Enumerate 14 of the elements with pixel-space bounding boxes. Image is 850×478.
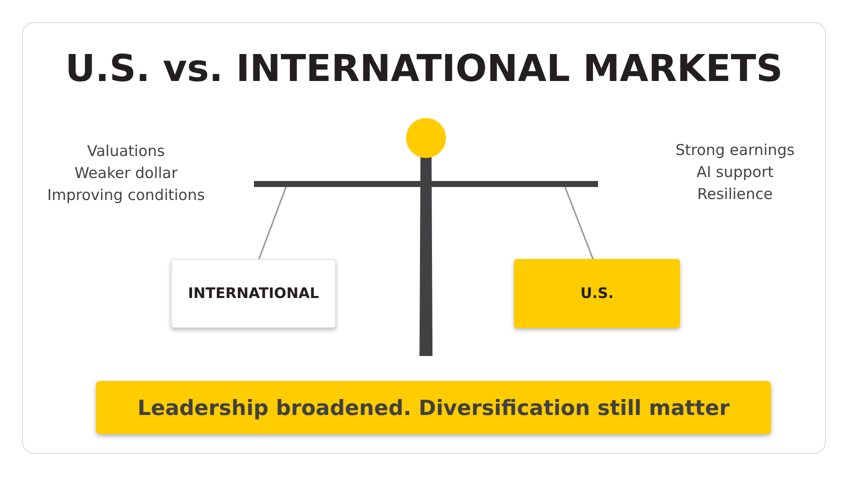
hanging-string (258, 186, 287, 260)
hanging-string (564, 186, 594, 260)
pan-label: INTERNATIONAL (188, 284, 319, 302)
factor-text: Valuations (87, 141, 165, 161)
factor-text: Improving conditions (47, 185, 205, 205)
factor-text: Resilience (697, 184, 773, 204)
scale-beam (254, 181, 598, 187)
pan-label: U.S. (580, 284, 614, 302)
factor-text: Weaker dollar (74, 163, 178, 183)
factor-text: Strong earnings (675, 140, 795, 160)
conclusion-text: Leadership broadened. Diversification still matter (137, 394, 730, 420)
factor-text: AI support (696, 162, 774, 182)
conclusion-banner (96, 381, 771, 434)
title: U.S. vs. INTERNATIONAL MARKETS (65, 47, 783, 90)
